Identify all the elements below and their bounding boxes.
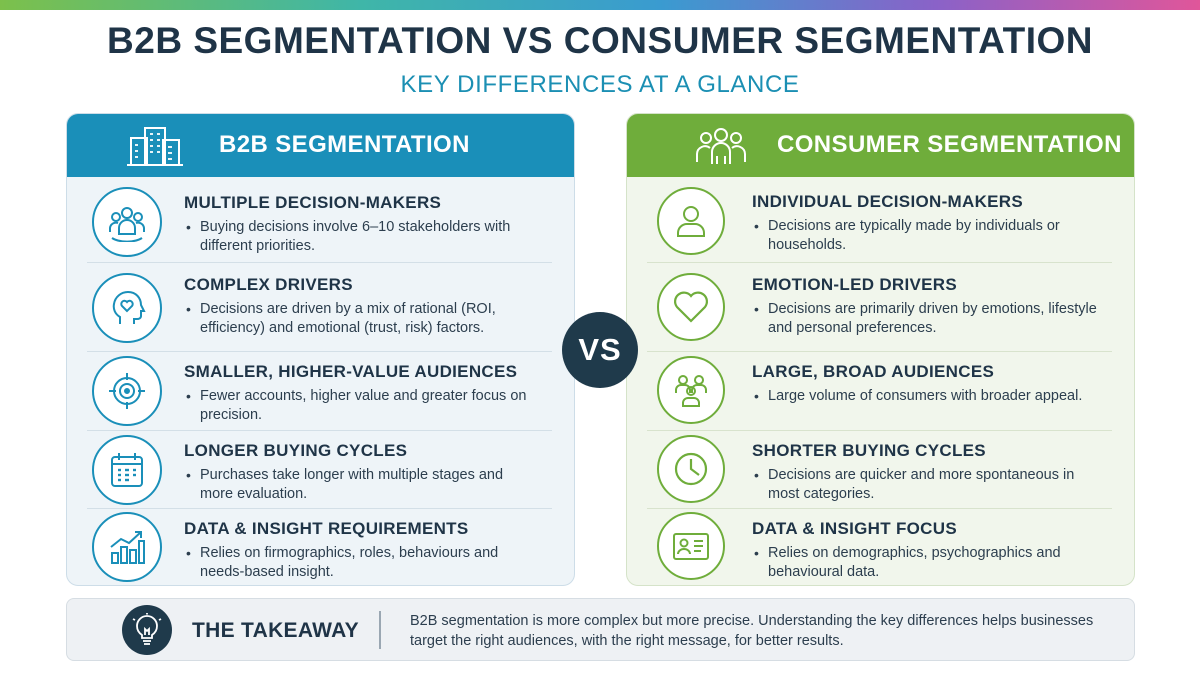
id-card-icon	[657, 512, 725, 580]
office-building-icon	[127, 127, 183, 166]
target-icon	[92, 356, 162, 426]
consumer-item: LARGE, BROAD AUDIENCES • Large volume of…	[627, 352, 1134, 431]
calendar-icon	[92, 435, 162, 505]
b2b-panel-header: B2B SEGMENTATION	[67, 114, 574, 177]
takeaway-box: THE TAKEAWAY B2B segmentation is more co…	[66, 598, 1135, 661]
b2b-item-title: DATA & INSIGHT REQUIREMENTS	[184, 519, 469, 538]
consumer-item-text: Large volume of consumers with broader a…	[768, 388, 1083, 404]
consumer-panel-header: CONSUMER SEGMENTATION	[627, 114, 1134, 177]
consumer-item: SHORTER BUYING CYCLES • Decisions are qu…	[627, 431, 1134, 509]
b2b-panel: B2B SEGMENTATION MULTIPLE DECISION-MAKER…	[66, 113, 575, 586]
lightbulb-icon	[122, 605, 172, 655]
b2b-item-text: Purchases take longer with multiple stag…	[200, 467, 504, 502]
consumer-item-text: Decisions are typically made by individu…	[768, 218, 1060, 253]
b2b-item-text: Relies on firmographics, roles, behaviou…	[200, 545, 499, 580]
consumer-item-text: Decisions are primarily driven by emotio…	[768, 301, 1097, 336]
b2b-item: SMALLER, HIGHER-VALUE AUDIENCES • Fewer …	[67, 352, 574, 431]
b2b-item: DATA & INSIGHT REQUIREMENTS • Relies on …	[67, 509, 574, 585]
consumer-item-text: Relies on demographics, psychographics a…	[768, 545, 1061, 580]
b2b-item-title: LONGER BUYING CYCLES	[184, 441, 408, 460]
consumer-item-title: SHORTER BUYING CYCLES	[752, 441, 986, 460]
head-heart-icon	[92, 273, 162, 343]
consumer-item-text: Decisions are quicker and more spontaneo…	[768, 467, 1075, 502]
consumer-item-title: INDIVIDUAL DECISION-MAKERS	[752, 192, 1024, 211]
takeaway-title: THE TAKEAWAY	[192, 619, 359, 642]
consumer-panel: CONSUMER SEGMENTATION INDIVIDUAL DECISIO…	[626, 113, 1135, 586]
b2b-item-title: MULTIPLE DECISION-MAKERS	[184, 193, 442, 212]
person-icon	[657, 187, 725, 255]
b2b-item-title: SMALLER, HIGHER-VALUE AUDIENCES	[184, 362, 518, 381]
growth-chart-icon	[92, 512, 162, 582]
consumer-item-title: LARGE, BROAD AUDIENCES	[752, 362, 995, 381]
takeaway-text: B2B segmentation is more complex but mor…	[410, 613, 1094, 649]
b2b-item-text: Decisions are driven by a mix of rationa…	[200, 301, 496, 336]
heart-icon	[657, 273, 725, 341]
b2b-panel-title: B2B SEGMENTATION	[219, 131, 470, 158]
b2b-item-title: COMPLEX DRIVERS	[184, 275, 353, 294]
page-title: B2B SEGMENTATION VS CONSUMER SEGMENTATIO…	[107, 20, 1093, 61]
vs-badge: VS	[562, 312, 638, 388]
b2b-item-text: Buying decisions involve 6–10 stakeholde…	[200, 219, 511, 254]
clock-icon	[657, 435, 725, 503]
page-subtitle: KEY DIFFERENCES AT A GLANCE	[400, 71, 800, 98]
consumer-item: DATA & INSIGHT FOCUS • Relies on demogra…	[627, 509, 1134, 585]
b2b-item-text: Fewer accounts, higher value and greater…	[200, 388, 527, 423]
top-gradient-bar	[0, 0, 1200, 10]
consumer-item-title: EMOTION-LED DRIVERS	[752, 275, 957, 294]
group-people-icon	[92, 187, 162, 257]
consumer-item: EMOTION-LED DRIVERS • Decisions are prim…	[627, 263, 1134, 352]
b2b-item: MULTIPLE DECISION-MAKERS • Buying decisi…	[67, 177, 574, 263]
crowd-icon	[657, 356, 725, 424]
takeaway-divider	[379, 611, 381, 649]
consumer-panel-title: CONSUMER SEGMENTATION	[777, 131, 1122, 158]
b2b-item: LONGER BUYING CYCLES • Purchases take lo…	[67, 431, 574, 509]
consumer-item-title: DATA & INSIGHT FOCUS	[752, 519, 957, 538]
b2b-item: COMPLEX DRIVERS • Decisions are driven b…	[67, 263, 574, 352]
people-group-icon	[696, 128, 746, 164]
consumer-item: INDIVIDUAL DECISION-MAKERS • Decisions a…	[627, 177, 1134, 263]
